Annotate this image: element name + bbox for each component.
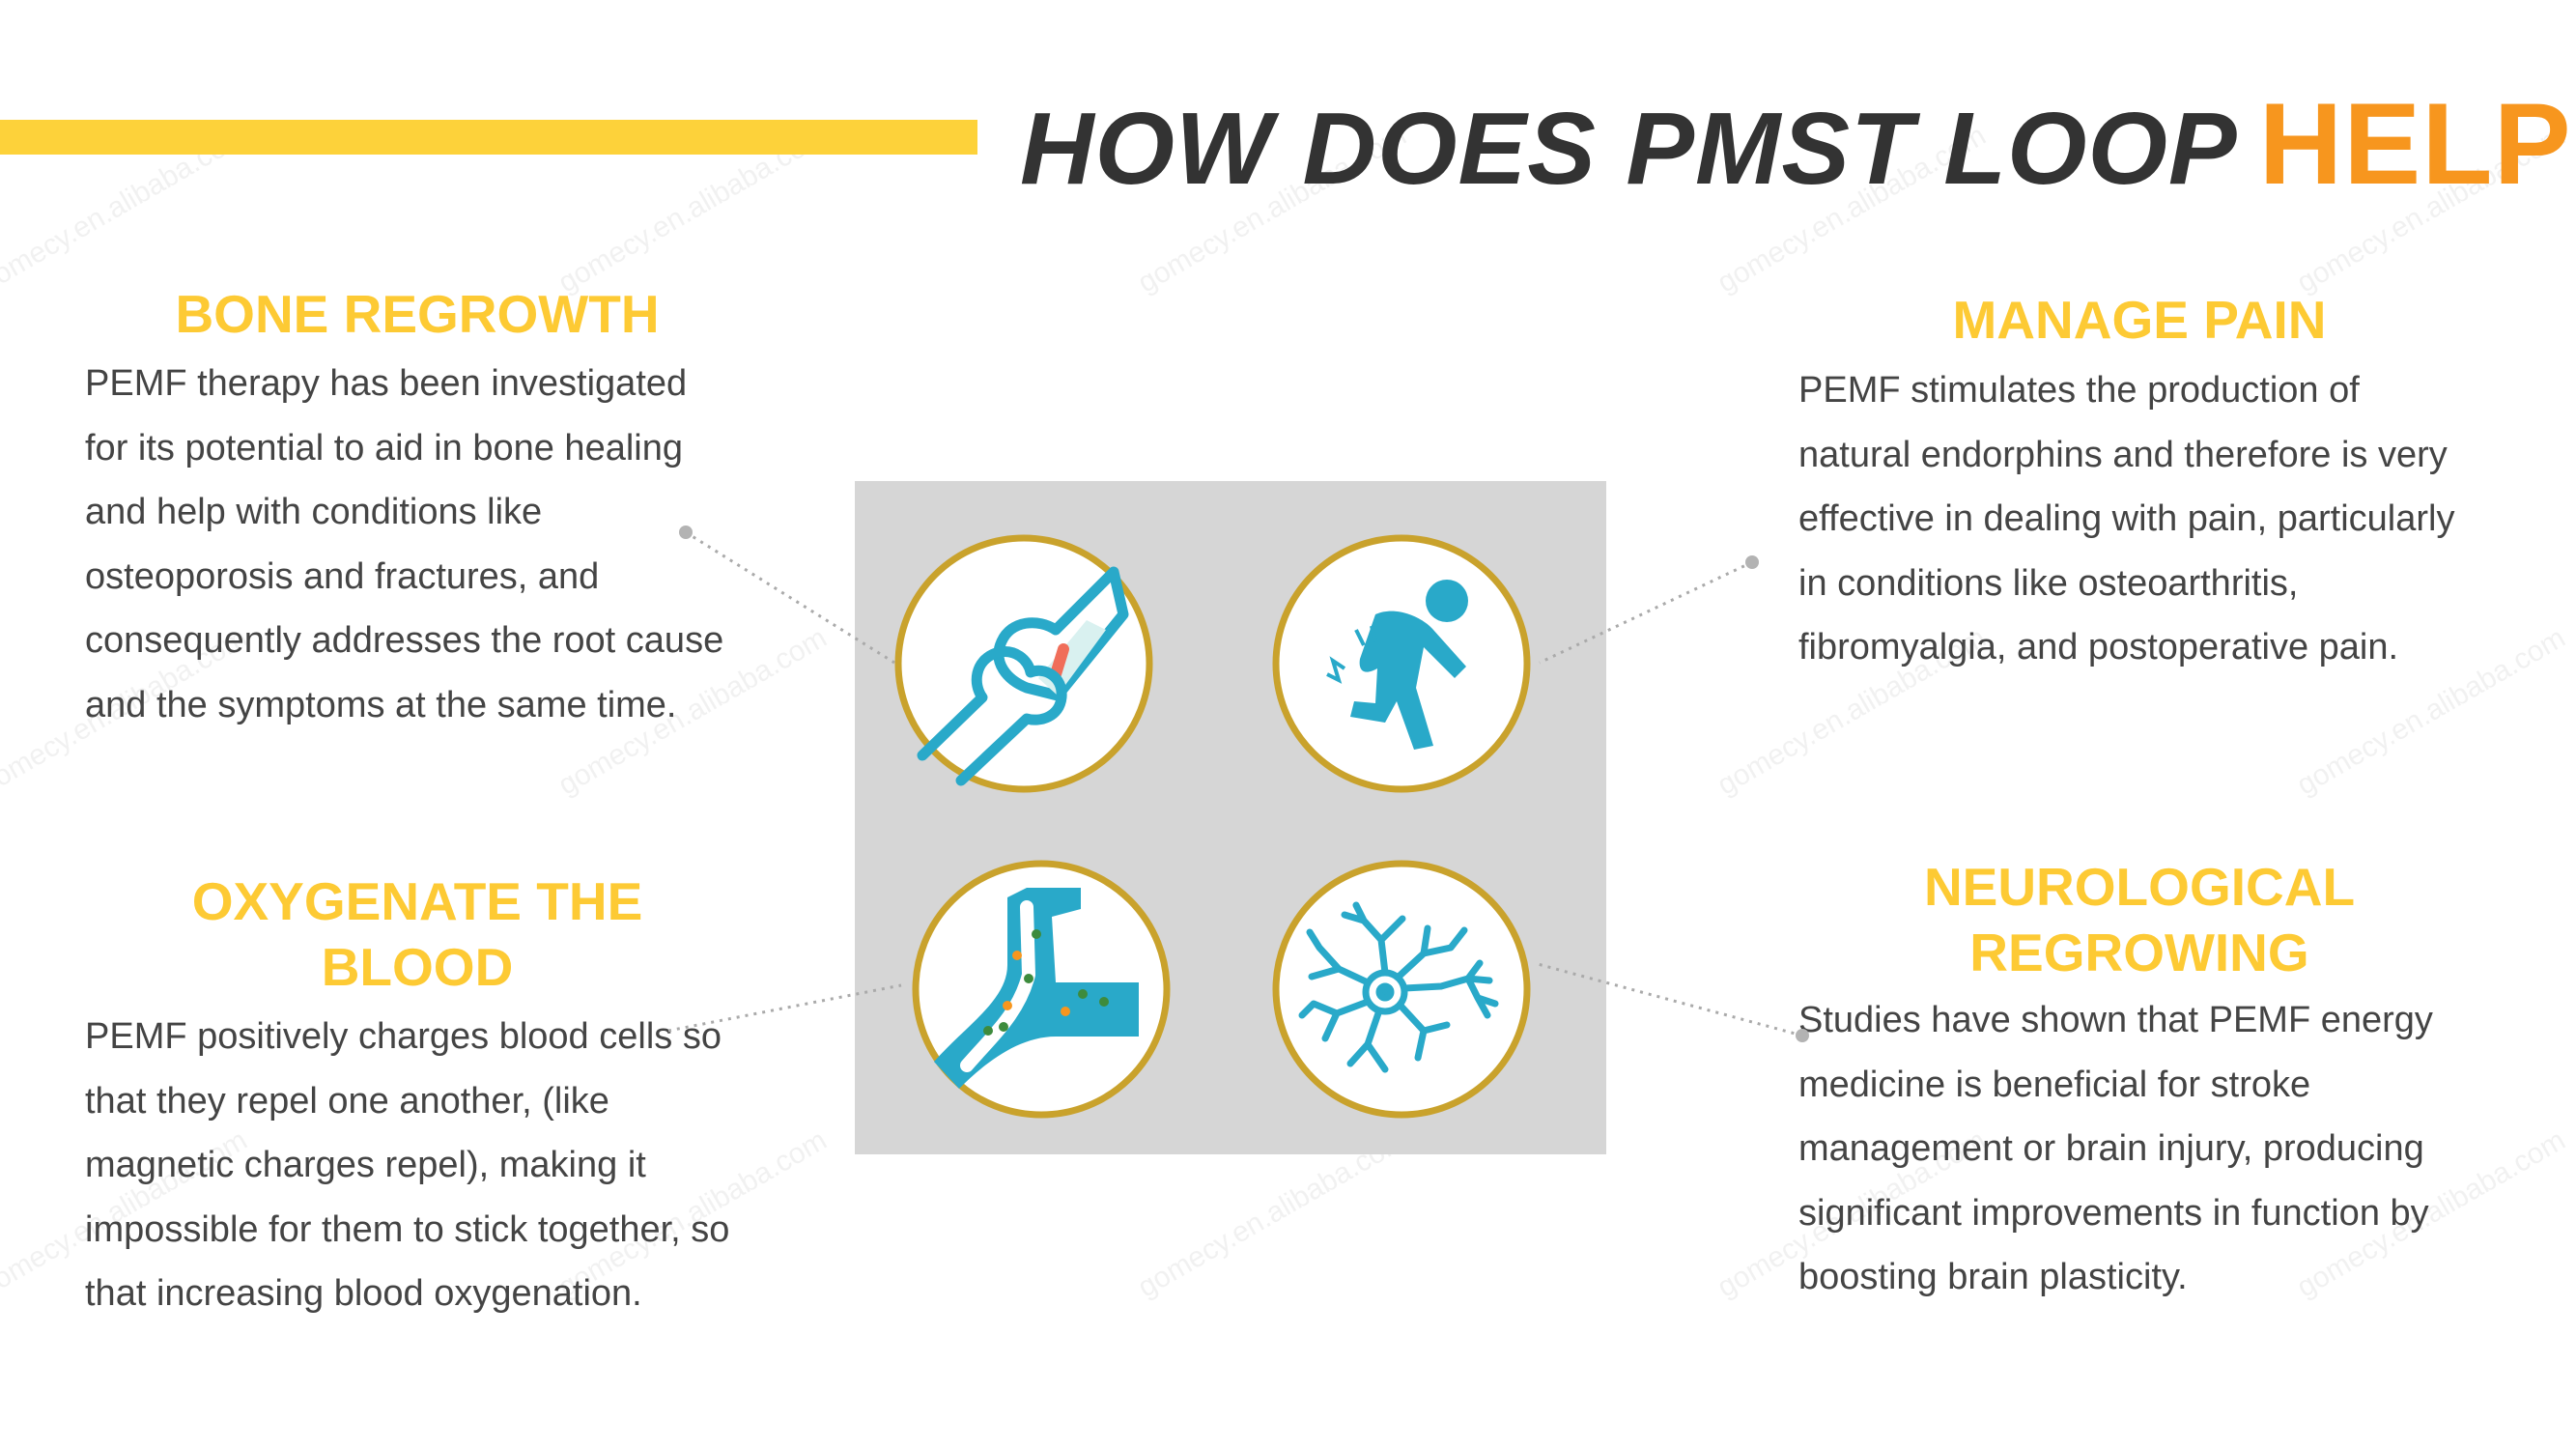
- text-line: medicine is beneficial for stroke: [1798, 1064, 2311, 1105]
- bone-joint-icon: [894, 534, 1153, 793]
- bone-regrowth-text: PEMF therapy has been investigated for i…: [85, 352, 780, 737]
- text-line: PEMF stimulates the production of: [1798, 370, 2360, 411]
- title-accent: HELP: [2258, 79, 2572, 209]
- text-line: and help with conditions like: [85, 492, 543, 532]
- text-line: that they repel one another, (like: [85, 1080, 609, 1122]
- text-line: in conditions like osteoarthritis,: [1798, 562, 2299, 604]
- text-line: effective in dealing with pain, particul…: [1798, 498, 2455, 539]
- text-line: fibromyalgia, and postoperative pain.: [1798, 627, 2399, 668]
- manage-pain-heading: MANAGE PAIN: [1952, 290, 2327, 350]
- text-line: for its potential to aid in bone healing: [85, 427, 683, 469]
- neurological-regrowing-text: Studies have shown that PEMF energy medi…: [1798, 988, 2513, 1310]
- text-line: that increasing blood oxygenation.: [85, 1273, 642, 1314]
- title-main: HOW DOES PMST LOOP: [1020, 92, 2238, 206]
- text-line: magnetic charges repel), making it: [85, 1145, 646, 1185]
- text-line: PEMF therapy has been investigated: [85, 363, 688, 404]
- text-line: osteoporosis and fractures, and: [85, 555, 600, 597]
- text-line: management or brain injury, producing: [1798, 1128, 2424, 1169]
- blood-vessel-icon: [912, 860, 1171, 1119]
- heading-line: OXYGENATE THE: [191, 871, 643, 931]
- neurological-regrowing-heading: NEUROLOGICAL REGROWING: [1806, 854, 2473, 985]
- connector-dot: [679, 526, 693, 539]
- heading-line: NEUROLOGICAL: [1923, 857, 2356, 917]
- connector-oxygen: [667, 983, 902, 1033]
- text-line: Studies have shown that PEMF energy: [1798, 1000, 2433, 1040]
- heading-line: REGROWING: [1969, 923, 2309, 982]
- text-line: impossible for them to stick together, s…: [85, 1208, 730, 1250]
- oxygenate-blood-text: PEMF positively charges blood cells so t…: [85, 1005, 800, 1326]
- heading-line: BLOOD: [321, 937, 514, 997]
- oxygenate-blood-heading: OXYGENATE THE BLOOD: [85, 868, 750, 1000]
- text-line: and the symptoms at the same time.: [85, 684, 677, 725]
- text-line: boosting brain plasticity.: [1798, 1257, 2188, 1297]
- text-line: PEMF positively charges blood cells so: [85, 1016, 722, 1057]
- header-accent-bar: [0, 120, 977, 155]
- connector-pain: [1539, 560, 1753, 665]
- bone-regrowth-heading: BONE REGROWTH: [175, 284, 660, 344]
- text-line: significant improvements in function by: [1798, 1192, 2429, 1234]
- connector-dot: [1745, 555, 1759, 569]
- connector-dot: [1796, 1029, 1809, 1042]
- icon-panel: [855, 481, 1606, 1154]
- text-line: natural endorphins and therefore is very: [1798, 434, 2448, 475]
- manage-pain-text: PEMF stimulates the production of natura…: [1798, 358, 2513, 680]
- neuron-icon: [1272, 860, 1531, 1119]
- connector-neuro: [1537, 962, 1803, 1037]
- connector-bone: [685, 530, 895, 665]
- text-line: consequently addresses the root cause: [85, 620, 724, 661]
- knee-pain-icon: [1272, 534, 1531, 793]
